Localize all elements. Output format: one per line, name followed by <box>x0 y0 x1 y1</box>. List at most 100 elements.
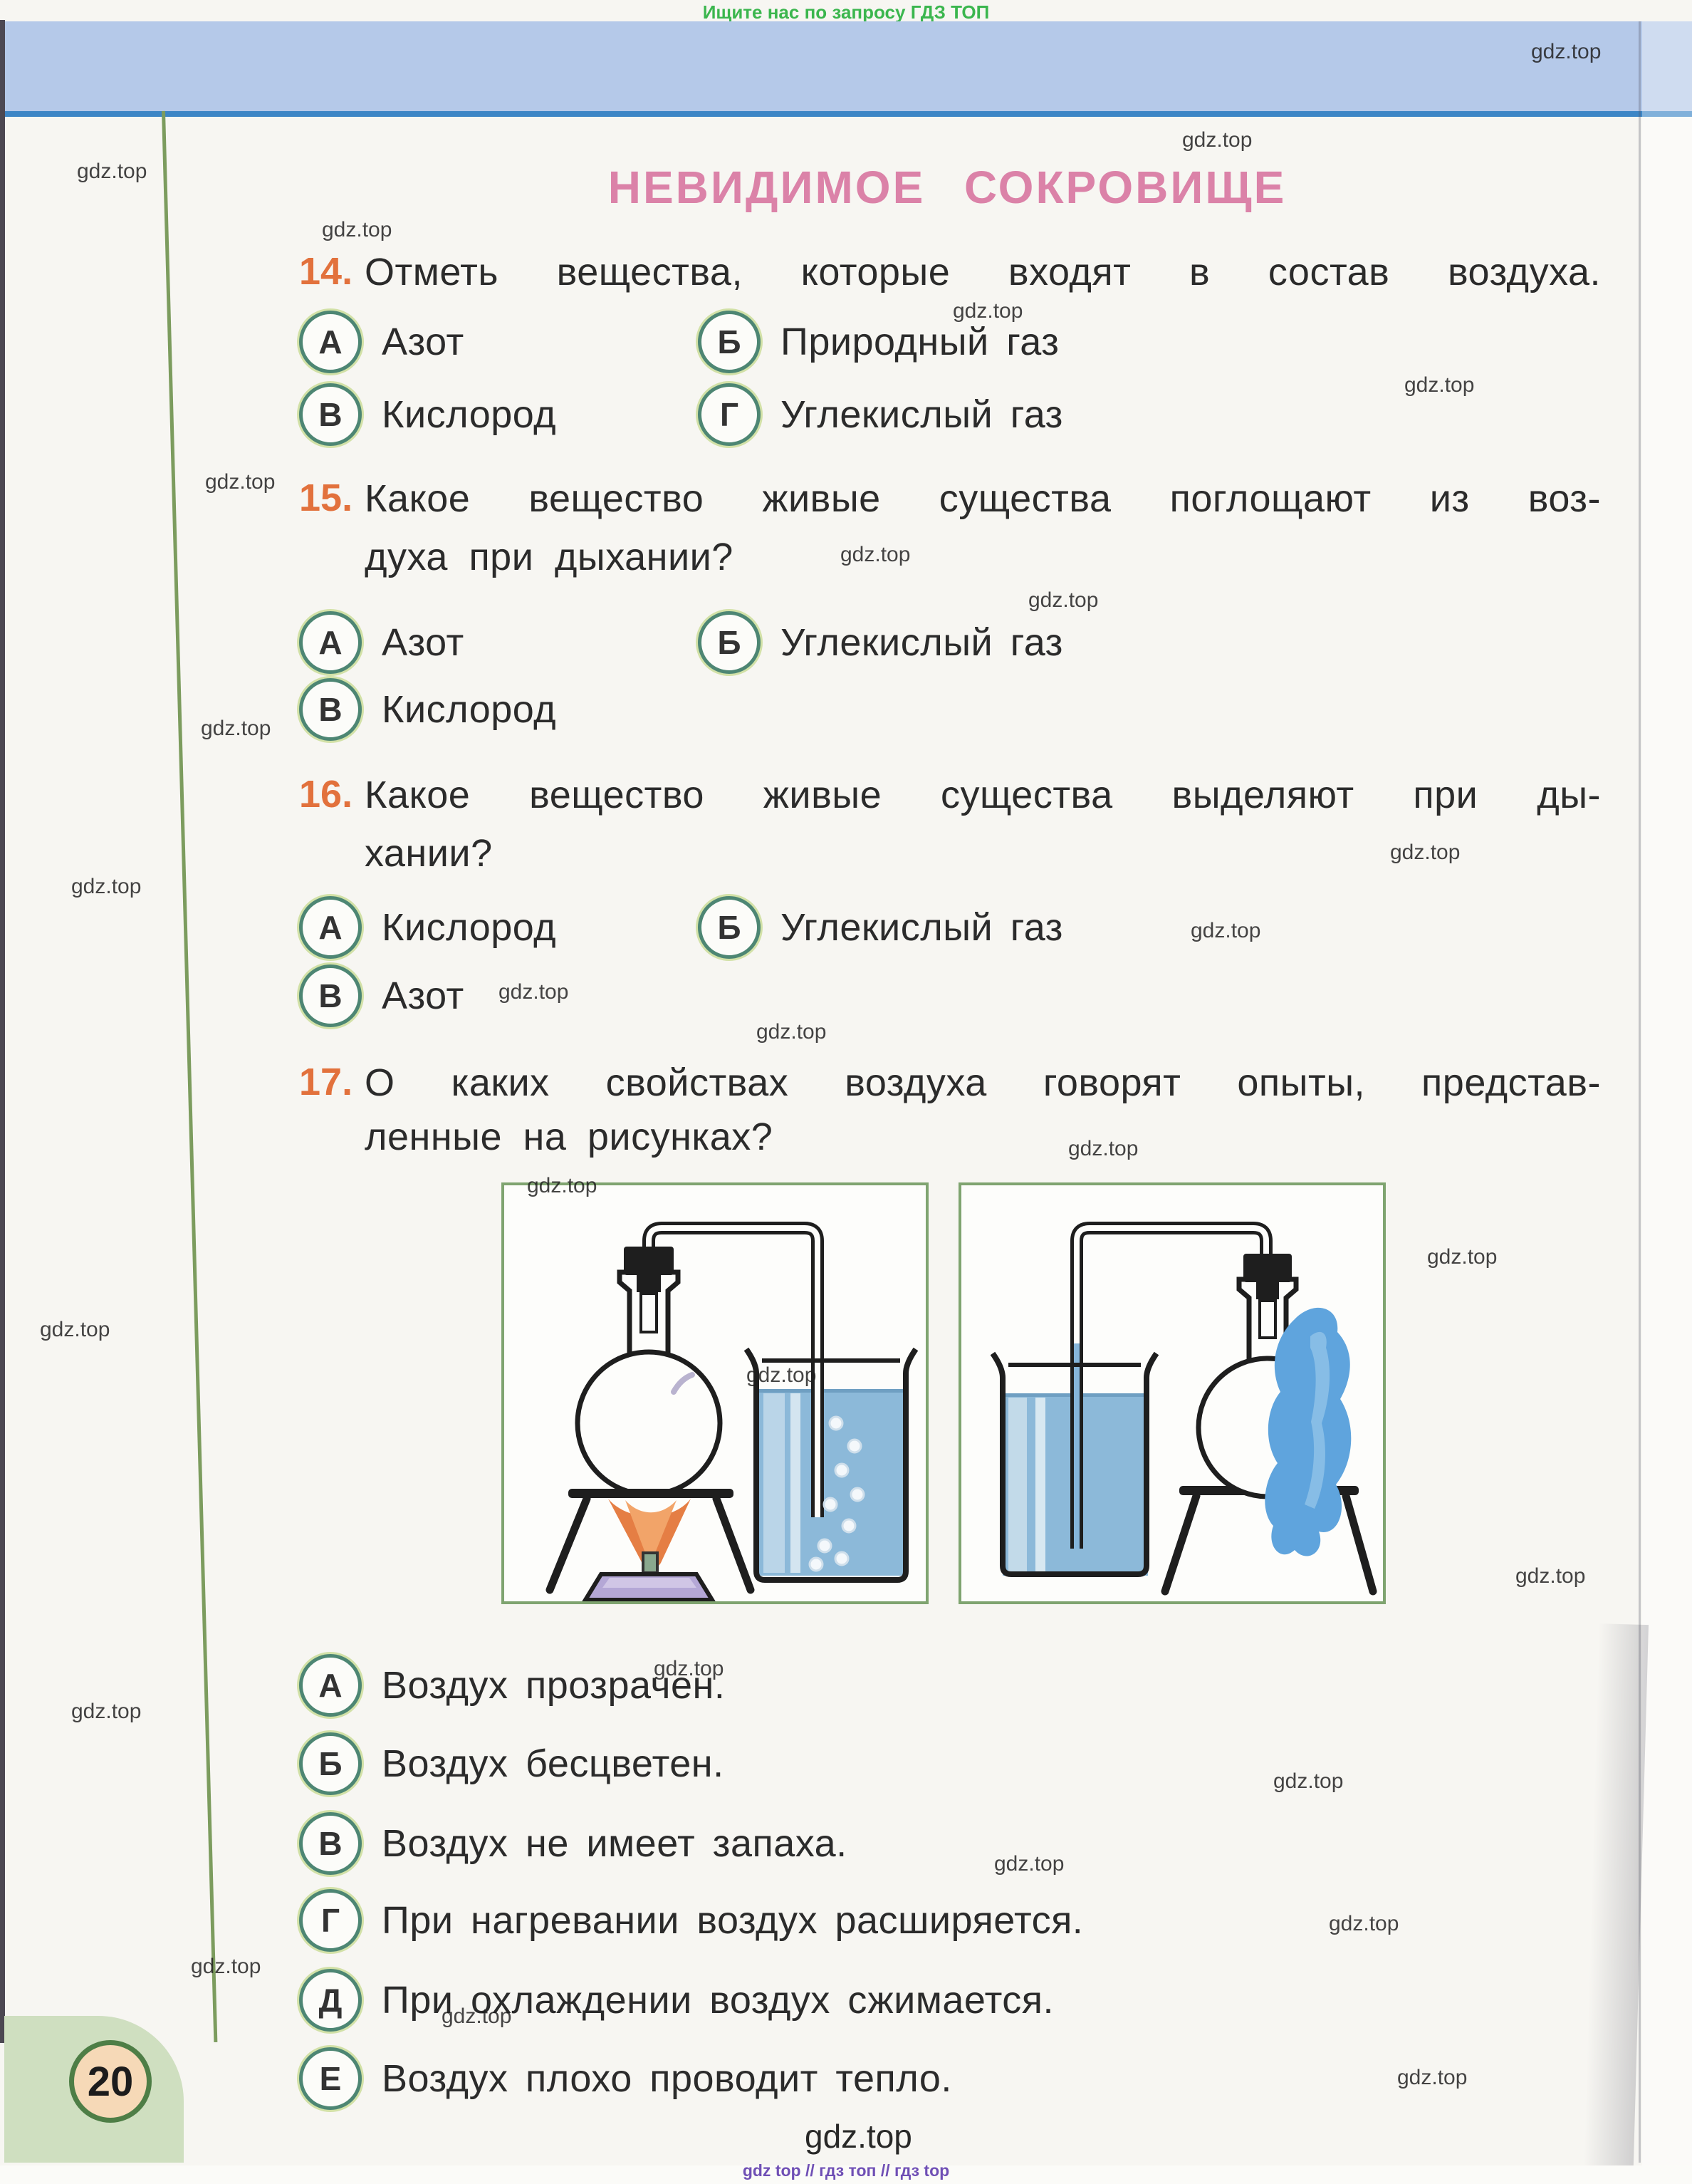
q14-option-v-circle[interactable]: В <box>299 383 362 446</box>
watermark: gdz.top <box>191 1955 261 1978</box>
q15-option-b-circle[interactable]: Б <box>698 611 761 674</box>
q17-option-g-label: При нагревании воздух расширяется. <box>382 1899 1084 1942</box>
q14-option-v[interactable]: В Кислород <box>299 383 556 446</box>
q14-option-a-circle[interactable]: А <box>299 311 362 373</box>
q14-option-g-circle[interactable]: Г <box>698 383 761 446</box>
glass-tube <box>642 1222 824 1517</box>
watermark: gdz.top <box>654 1657 724 1680</box>
heated-flask-illustration <box>545 1222 919 1601</box>
watermark: gdz.top <box>71 875 142 898</box>
q15-option-a-circle[interactable]: А <box>299 611 362 674</box>
q15-option-v[interactable]: В Кислород <box>299 678 556 741</box>
spirit-lamp <box>582 1551 716 1601</box>
q17-option-d-circle[interactable]: Д <box>299 1969 362 2032</box>
watermark: gdz.top <box>77 160 147 183</box>
watermark: gdz.top <box>201 717 271 740</box>
watermark: gdz.top <box>953 299 1023 323</box>
watermark: gdz.top <box>1427 1245 1498 1269</box>
q17-option-b-circle[interactable]: Б <box>299 1732 362 1795</box>
question-17-number: 17. <box>299 1061 353 1103</box>
page-title: НЕВИДИМОЕ СОКРОВИЩЕ <box>607 162 1287 213</box>
page-number-tab: 20 <box>4 2016 184 2163</box>
q17-option-d[interactable]: Д При охлаждении воздух сжимается. <box>299 1969 1054 2032</box>
q17-option-g-circle[interactable]: Г <box>299 1889 362 1952</box>
q16-option-v-circle[interactable]: В <box>299 964 362 1027</box>
watermark: gdz.top <box>1397 2066 1468 2089</box>
watermark: gdz.top <box>1028 588 1099 612</box>
watermark: gdz.top <box>994 1852 1065 1876</box>
scan-bottom-strip <box>0 2165 1692 2184</box>
page-right-margin <box>1642 117 1692 2184</box>
flame-icon <box>608 1499 691 1569</box>
q17-option-a[interactable]: А Воздух прозрачен. <box>299 1654 725 1717</box>
watermark: gdz.top <box>1182 128 1253 152</box>
watermark: gdz.top <box>756 1020 827 1044</box>
page-crease <box>1639 21 1641 2163</box>
q14-option-a[interactable]: А Азот <box>299 311 464 373</box>
experiment-cooled-air-figure <box>959 1182 1386 1604</box>
question-14-text: Отметь вещества, которые входят в состав… <box>365 251 1601 293</box>
experiment-heated-air-figure <box>501 1182 929 1604</box>
q17-option-e-label: Воздух плохо проводит тепло. <box>382 2057 952 2100</box>
watermark: gdz.top <box>1390 841 1461 864</box>
q14-option-b[interactable]: Б Природный газ <box>698 311 1059 373</box>
promo-text: Ищите нас по запросу ГДЗ ТОП <box>702 1 990 23</box>
glass-tube <box>1070 1222 1273 1549</box>
q15-option-b-label: Углекислый газ <box>780 621 1063 664</box>
q14-option-g-label: Углекислый газ <box>780 393 1063 436</box>
footer-links: gdz top // гдз топ // гдз top <box>742 2161 950 2180</box>
watermark: gdz.top <box>1191 919 1261 942</box>
question-15-text-line2: духа при дыхании? <box>365 536 733 578</box>
watermark: gdz.top <box>205 470 276 494</box>
q14-option-a-label: Азот <box>382 321 464 363</box>
tripod-stand <box>545 1489 755 1594</box>
q15-option-b[interactable]: Б Углекислый газ <box>698 611 1063 674</box>
header-band <box>0 21 1692 117</box>
q17-option-b-label: Воздух бесцветен. <box>382 1742 724 1785</box>
q14-option-b-label: Природный газ <box>780 321 1060 363</box>
q17-option-e[interactable]: Е Воздух плохо проводит тепло. <box>299 2047 952 2110</box>
q16-option-a-label: Кислород <box>382 906 557 949</box>
watermark: gdz.top <box>527 1174 597 1197</box>
watermark: gdz.top <box>442 2004 512 2028</box>
scan-left-edge <box>0 20 5 2043</box>
q17-option-v-circle[interactable]: В <box>299 1812 362 1875</box>
watermark: gdz.top <box>1515 1564 1586 1588</box>
q17-option-a-label: Воздух прозрачен. <box>382 1664 726 1707</box>
q14-option-b-circle[interactable]: Б <box>698 311 761 373</box>
watermark: gdz.top <box>322 218 392 241</box>
q16-option-b[interactable]: Б Углекислый газ <box>698 896 1063 959</box>
heated-flask <box>575 1247 723 1497</box>
question-16-text-line1: Какое вещество живые существа выделяют п… <box>365 774 1601 816</box>
q17-option-e-circle[interactable]: Е <box>299 2047 362 2110</box>
q16-option-b-circle[interactable]: Б <box>698 896 761 959</box>
question-15-number: 15. <box>299 477 353 519</box>
question-16-text-line2: хании? <box>365 832 493 875</box>
q15-option-a[interactable]: А Азот <box>299 611 464 674</box>
q17-option-a-circle[interactable]: А <box>299 1654 362 1717</box>
q17-option-g[interactable]: Г При нагревании воздух расширяется. <box>299 1889 1083 1952</box>
footer-watermark: gdz.top <box>805 2118 912 2155</box>
q14-option-g[interactable]: Г Углекислый газ <box>698 383 1063 446</box>
watermark: gdz.top <box>746 1363 817 1387</box>
q15-option-v-label: Кислород <box>382 688 557 731</box>
q17-option-v[interactable]: В Воздух не имеет запаха. <box>299 1812 847 1875</box>
margin-line <box>162 110 218 2043</box>
q16-option-b-label: Углекислый газ <box>780 906 1063 949</box>
q15-option-v-circle[interactable]: В <box>299 678 362 741</box>
q17-option-v-label: Воздух не имеет запаха. <box>382 1822 847 1865</box>
watermark: gdz.top <box>1329 1912 1399 1935</box>
question-17-text-line1: О каких свойствах воздуха говорят опыты,… <box>365 1061 1601 1104</box>
q16-option-v[interactable]: В Азот <box>299 964 464 1027</box>
question-14-number: 14. <box>299 250 353 293</box>
watermark: gdz.top <box>1068 1137 1139 1160</box>
watermark: gdz.top <box>840 543 911 566</box>
q16-option-a-circle[interactable]: А <box>299 896 362 959</box>
watermark: gdz.top <box>40 1318 110 1341</box>
q17-option-d-label: При охлаждении воздух сжимается. <box>382 1979 1055 2022</box>
q15-option-a-label: Азот <box>382 621 464 664</box>
watermark: gdz.top <box>498 980 569 1004</box>
q17-option-b[interactable]: Б Воздух бесцветен. <box>299 1732 724 1795</box>
q16-option-a[interactable]: А Кислород <box>299 896 556 959</box>
